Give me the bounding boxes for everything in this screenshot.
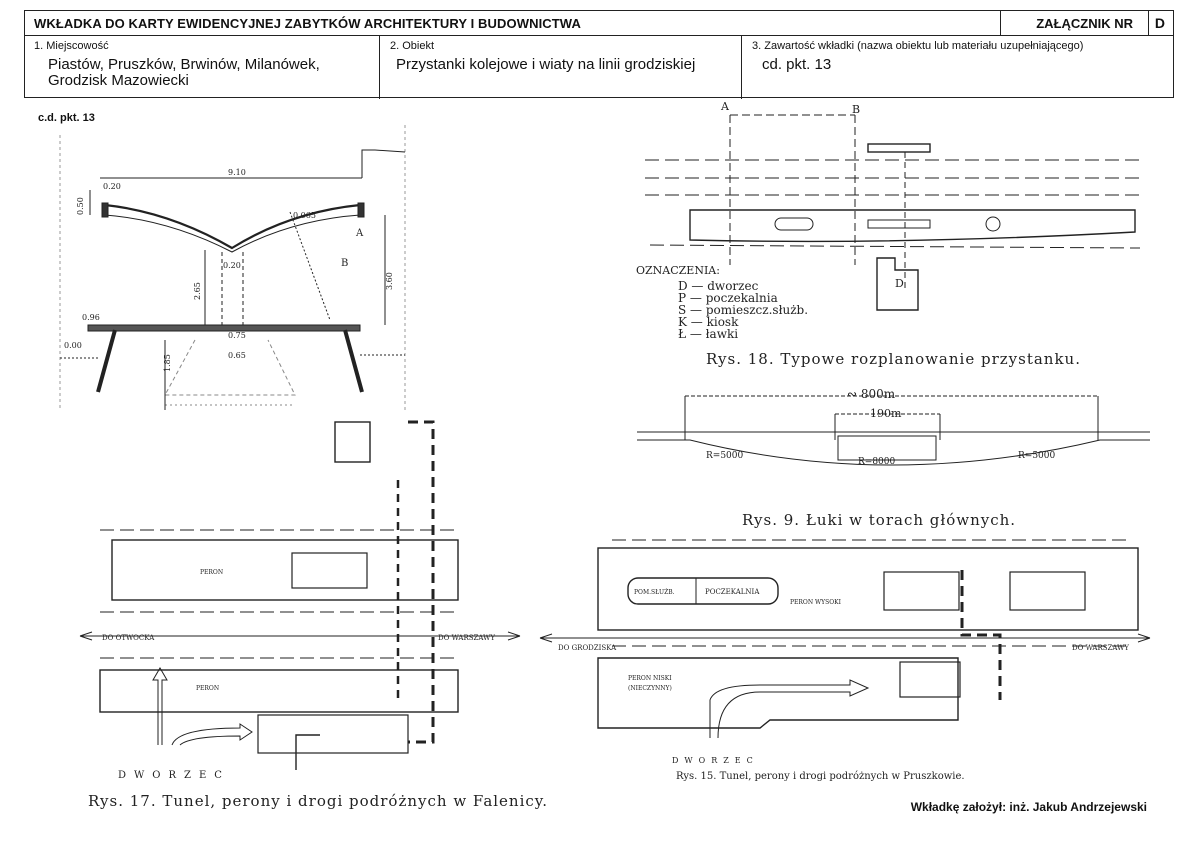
attachment-label: ZAŁĄCZNIK NR (1036, 16, 1133, 31)
svg-text:0.20: 0.20 (223, 261, 241, 270)
fig9-label: ∾ 800m (847, 387, 896, 401)
svg-text:B: B (852, 103, 860, 116)
header-title-row: WKŁADKA DO KARTY EWIDENCYJNEJ ZABYTKÓW A… (24, 11, 1173, 36)
legend-item: S — pomieszcz.służb. (678, 303, 808, 317)
fig17-label: DWORZEC (118, 770, 230, 781)
fig9-label: R=5000 (1018, 451, 1055, 461)
document-title: WKŁADKA DO KARTY EWIDENCYJNEJ ZABYTKÓW A… (34, 16, 581, 31)
fig15-label: DWORZEC (672, 756, 759, 765)
fig15-label: PERON NISKI (628, 675, 672, 682)
svg-text:1.85: 1.85 (163, 354, 172, 372)
fig15-label: PERON WYSOKI (790, 599, 842, 606)
fig17-label: PERON (196, 685, 219, 692)
field-content-value: cd. pkt. 13 (762, 56, 832, 73)
svg-text:3.60: 3.60 (385, 272, 394, 290)
fig15-caption: Rys. 15. Tunel, perony i drogi podróżnyc… (676, 771, 965, 782)
author-note: Wkładkę założył: inż. Jakub Andrzejewski (910, 800, 1147, 814)
svg-text:0.96: 0.96 (82, 313, 100, 322)
divider (1000, 11, 1001, 35)
fig15-plan-drawing (539, 539, 1151, 739)
drawing-labels: 9.10 0.20 0.50 0.065 0.20 2.65 3.60 0.96… (64, 100, 1129, 810)
fig17-caption: Rys. 17. Tunel, perony i drogi podróżnyc… (88, 792, 548, 810)
header-left-border (24, 10, 25, 98)
field-object-label: 2. Obiekt (390, 40, 435, 52)
svg-text:0.00: 0.00 (64, 341, 82, 350)
fig9-label: R=8000 (858, 457, 895, 467)
fig15-label: POCZEKALNIA (705, 588, 760, 596)
field-object: 2. Obiekt Przystanki kolejowe i wiaty na… (380, 35, 742, 99)
fig17-label: PERON (200, 569, 223, 576)
fig15-label: DO GRODZISKA (558, 644, 617, 652)
fig18-caption: Rys. 18. Typowe rozplanowanie przystanku… (706, 350, 1081, 368)
fig9-label: 190m (870, 407, 902, 420)
fig9-label: R=5000 (706, 451, 743, 461)
fig15-label: (NIECZYNNY) (628, 685, 672, 692)
svg-text:0.065: 0.065 (293, 211, 316, 220)
fig17-label: DO OTWOCKA (102, 634, 155, 642)
field-content: 3. Zawartość wkładki (nazwa obiektu lub … (742, 35, 1174, 99)
legend-item: Ł — ławki (678, 327, 738, 341)
fig18-plan-drawing (645, 114, 1141, 311)
continuation-note: c.d. pkt. 13 (38, 112, 95, 124)
svg-text:0.50: 0.50 (76, 197, 85, 215)
dim-label: 9.10 (228, 168, 246, 177)
fig9-curve-drawing (637, 395, 1150, 466)
legend-item: K — kiosk (678, 315, 739, 329)
svg-text:2.65: 2.65 (193, 282, 202, 300)
fig17-plan-drawing (79, 420, 521, 770)
field-locality: 1. Miejscowość Piastów, Pruszków, Brwinó… (24, 35, 380, 99)
fig17-label: DO WARSZAWY (438, 634, 495, 642)
legend-item: D — dworzec (678, 279, 759, 293)
svg-text:A: A (720, 100, 730, 113)
fig15-label: DO WARSZAWY (1072, 644, 1129, 652)
svg-text:B: B (341, 258, 348, 269)
svg-text:0.75: 0.75 (228, 331, 246, 340)
field-locality-value: Piastów, Pruszków, Brwinów, Milanówek, G… (48, 56, 320, 89)
svg-text:A: A (355, 228, 364, 239)
field-locality-label: 1. Miejscowość (34, 40, 109, 52)
canopy-section-drawing (59, 125, 406, 410)
fig15-label: POM.SŁUŻB. (634, 589, 675, 596)
field-object-value: Przystanki kolejowe i wiaty na linii gro… (396, 56, 696, 73)
field-content-label: 3. Zawartość wkładki (nazwa obiektu lub … (752, 40, 1084, 52)
svg-text:0.65: 0.65 (228, 351, 246, 360)
attachment-value: D (1154, 15, 1165, 31)
divider (1148, 11, 1149, 35)
header-table: WKŁADKA DO KARTY EWIDENCYJNEJ ZABYTKÓW A… (24, 10, 1174, 99)
legend-title: OZNACZENIA: (636, 264, 720, 277)
fig9-caption: Rys. 9. Łuki w torach głównych. (742, 511, 1016, 529)
legend-item: P — poczekalnia (678, 291, 778, 305)
svg-text:D: D (895, 277, 904, 290)
svg-text:0.20: 0.20 (103, 182, 121, 191)
